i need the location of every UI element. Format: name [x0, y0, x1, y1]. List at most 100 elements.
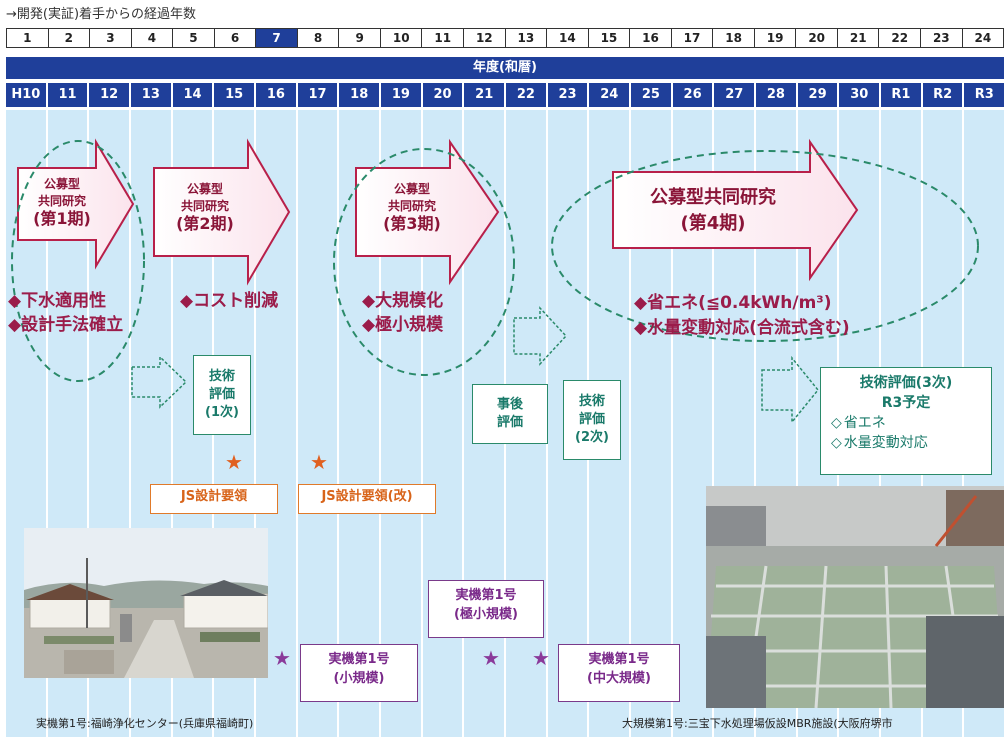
eval-third-sub: R3予定: [881, 395, 931, 411]
era-year-cell: 22: [506, 83, 546, 107]
year-column: [297, 110, 338, 737]
phase1-line1: 公募型: [43, 177, 80, 191]
plant-mid-l2: (中大規模): [587, 671, 651, 686]
eval-second-l1: 技術: [578, 394, 605, 409]
era-year-cell: 19: [381, 83, 421, 107]
caption-sambo: 大規模第1号:三宝下水処理場仮設MBR施設(大阪府堺市: [622, 717, 893, 730]
phase2-line1: 公募型: [186, 182, 223, 196]
elapsed-year-cell: 14: [546, 28, 588, 48]
eval-first-l1: 技術: [208, 369, 235, 384]
era-year-cell: 11: [47, 83, 88, 107]
eval-second-l3: (2次): [575, 430, 609, 445]
era-year-cell: R3: [964, 83, 1004, 107]
era-year-cell: 25: [631, 83, 671, 107]
era-year-cell: 23: [547, 83, 588, 107]
era-year-cell: 21: [464, 83, 505, 107]
era-year-cell: H10: [6, 83, 46, 107]
era-year-cell: 30: [839, 83, 880, 107]
elapsed-year-cell: 16: [629, 28, 671, 48]
phase3-label: 公募型 共同研究 (第3期): [364, 181, 460, 232]
elapsed-year-cell: 17: [670, 28, 713, 48]
plant-tiny-scale-box: 実機第1号 (極小規模): [428, 580, 544, 638]
eval-third-box: 技術評価(3次) R3予定 省エネ 水量変動対応: [820, 367, 992, 475]
era-year-cell: 18: [339, 83, 380, 107]
post-eval-l1: 事後: [496, 397, 523, 412]
plant-small-l2: (小規模): [333, 671, 385, 686]
era-year-cell: 20: [422, 83, 463, 107]
goal-tiny-scale: ◆極小規模: [362, 315, 444, 335]
phase4-line1: 公募型共同研究: [650, 187, 776, 208]
era-year-cell: 26: [672, 83, 713, 107]
elapsed-year-cell: 21: [836, 28, 879, 48]
era-year-cell: 12: [89, 83, 130, 107]
phase1-label: 公募型 共同研究 (第1期): [24, 176, 100, 227]
elapsed-year-cell: 5: [172, 28, 214, 48]
phase3-line2: 共同研究: [387, 199, 436, 213]
plant-tiny-l2: (極小規模): [454, 607, 518, 622]
post-eval-l2: 評価: [496, 415, 523, 430]
phase3-line1: 公募型: [393, 182, 430, 196]
era-year-cell: 17: [297, 83, 338, 107]
eval-second-l2: 評価: [578, 412, 605, 427]
plant-mid-l1: 実機第1号: [588, 652, 650, 667]
star-icon: ★: [225, 450, 243, 474]
post-eval-box: 事後 評価: [472, 384, 548, 444]
elapsed-year-cell: 22: [878, 28, 921, 48]
caption-fukusaki: 実機第1号:福崎浄化センター(兵庫県福崎町): [36, 717, 254, 730]
star-icon: ★: [532, 646, 550, 670]
star-icon: ★: [482, 646, 500, 670]
goal-sewage-applicability: ◆下水適用性: [8, 291, 107, 311]
elapsed-year-cell: 20: [795, 28, 837, 48]
goal-large-scale: ◆大規模化: [362, 291, 444, 311]
phase1-line3: (第1期): [33, 209, 91, 228]
goal-cost-reduction: ◆コスト削減: [180, 291, 279, 311]
eval-second-box: 技術 評価 (2次): [563, 380, 621, 460]
elapsed-year-cell: 24: [961, 28, 1004, 48]
fiscal-year-header: 年度(和暦): [6, 57, 1004, 79]
phase2-label: 公募型 共同研究 (第2期): [162, 181, 248, 232]
eval-third-item-energy: 省エネ: [831, 413, 981, 433]
star-icon: ★: [310, 450, 328, 474]
elapsed-year-cell: 7: [255, 28, 297, 48]
goal-design-method: ◆設計手法確立: [8, 315, 124, 335]
era-year-cell: R2: [922, 83, 963, 107]
elapsed-year-cell: 18: [712, 28, 754, 48]
top-caption: →開発(実証)着手からの経過年数: [6, 7, 197, 22]
plant-mid-scale-box: 実機第1号 (中大規模): [558, 644, 680, 702]
elapsed-year-cell: 19: [753, 28, 796, 48]
manual-js-design-revised: JS設計要領(改): [298, 484, 436, 514]
era-year-cell: R1: [881, 83, 921, 107]
goal-energy-saving: ◆省エネ(≦0.4kWh/m³): [634, 293, 832, 313]
goal-flow-variation: ◆水量変動対応(合流式含む): [634, 318, 850, 338]
plant-small-scale-box: 実機第1号 (小規模): [300, 644, 418, 702]
manual-js-design: JS設計要領: [150, 484, 278, 514]
elapsed-year-cell: 3: [89, 28, 131, 48]
eval-first-l3: (1次): [205, 405, 239, 420]
era-year-cell: 15: [214, 83, 255, 107]
era-year-cell: 29: [797, 83, 838, 107]
phase3-line3: (第3期): [383, 214, 441, 233]
star-icon: ★: [273, 646, 291, 670]
era-year-cell: 14: [172, 83, 213, 107]
elapsed-year-cell: 13: [504, 28, 547, 48]
plant-small-l1: 実機第1号: [328, 652, 390, 667]
elapsed-year-cell: 1: [6, 28, 48, 48]
eval-third-item-flow: 水量変動対応: [831, 433, 981, 453]
eval-first-l2: 評価: [208, 387, 235, 402]
plant-tiny-l1: 実機第1号: [455, 588, 517, 603]
elapsed-year-cell: 23: [920, 28, 962, 48]
phase1-line2: 共同研究: [37, 194, 86, 208]
era-year-cell: 13: [131, 83, 171, 107]
phase2-line3: (第2期): [176, 214, 234, 233]
era-year-cell: 16: [256, 83, 296, 107]
era-year-cell: 24: [589, 83, 630, 107]
era-year-cell: 27: [714, 83, 755, 107]
eval-first-box: 技術 評価 (1次): [193, 355, 251, 435]
sambo-mbr-photo: [706, 486, 1004, 708]
eval-third-title: 技術評価(3次): [859, 375, 953, 391]
elapsed-year-cell: 2: [47, 28, 90, 48]
elapsed-year-cell: 4: [130, 28, 173, 48]
era-year-cell: 28: [756, 83, 796, 107]
